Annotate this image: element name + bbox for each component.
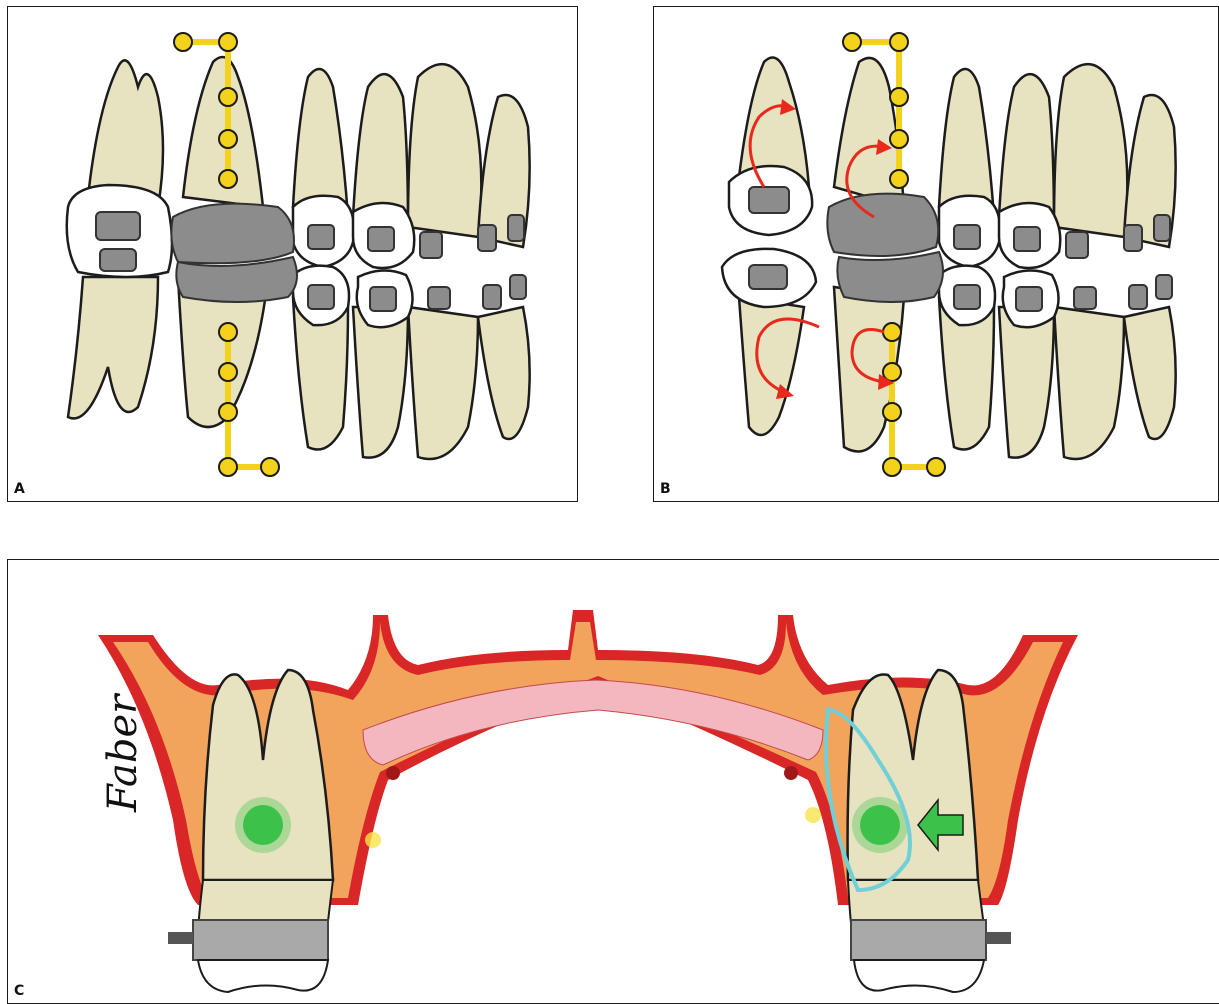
panel-c-illustration: [8, 560, 1219, 1004]
panel-label: B: [660, 481, 671, 497]
tooth-8: [478, 307, 530, 439]
panel-a: A: [7, 6, 578, 502]
tooth-6: [408, 307, 478, 459]
panel-label: A: [14, 481, 25, 497]
left-resistance-center: [243, 805, 283, 845]
tooth-4: [353, 307, 408, 458]
tooth-5: [408, 64, 481, 237]
artist-signature: Faber: [100, 695, 146, 812]
panel-b-illustration: [654, 7, 1219, 502]
panel-c: Faber C: [7, 559, 1219, 1004]
panel-label: C: [14, 983, 24, 999]
lower-molar-tooth: [68, 277, 158, 418]
panel-a-illustration: [8, 7, 578, 502]
right-resistance-center: [860, 805, 900, 845]
panel-b: B: [653, 6, 1219, 502]
left-molar-band: [193, 920, 328, 960]
right-molar-band: [851, 920, 986, 960]
